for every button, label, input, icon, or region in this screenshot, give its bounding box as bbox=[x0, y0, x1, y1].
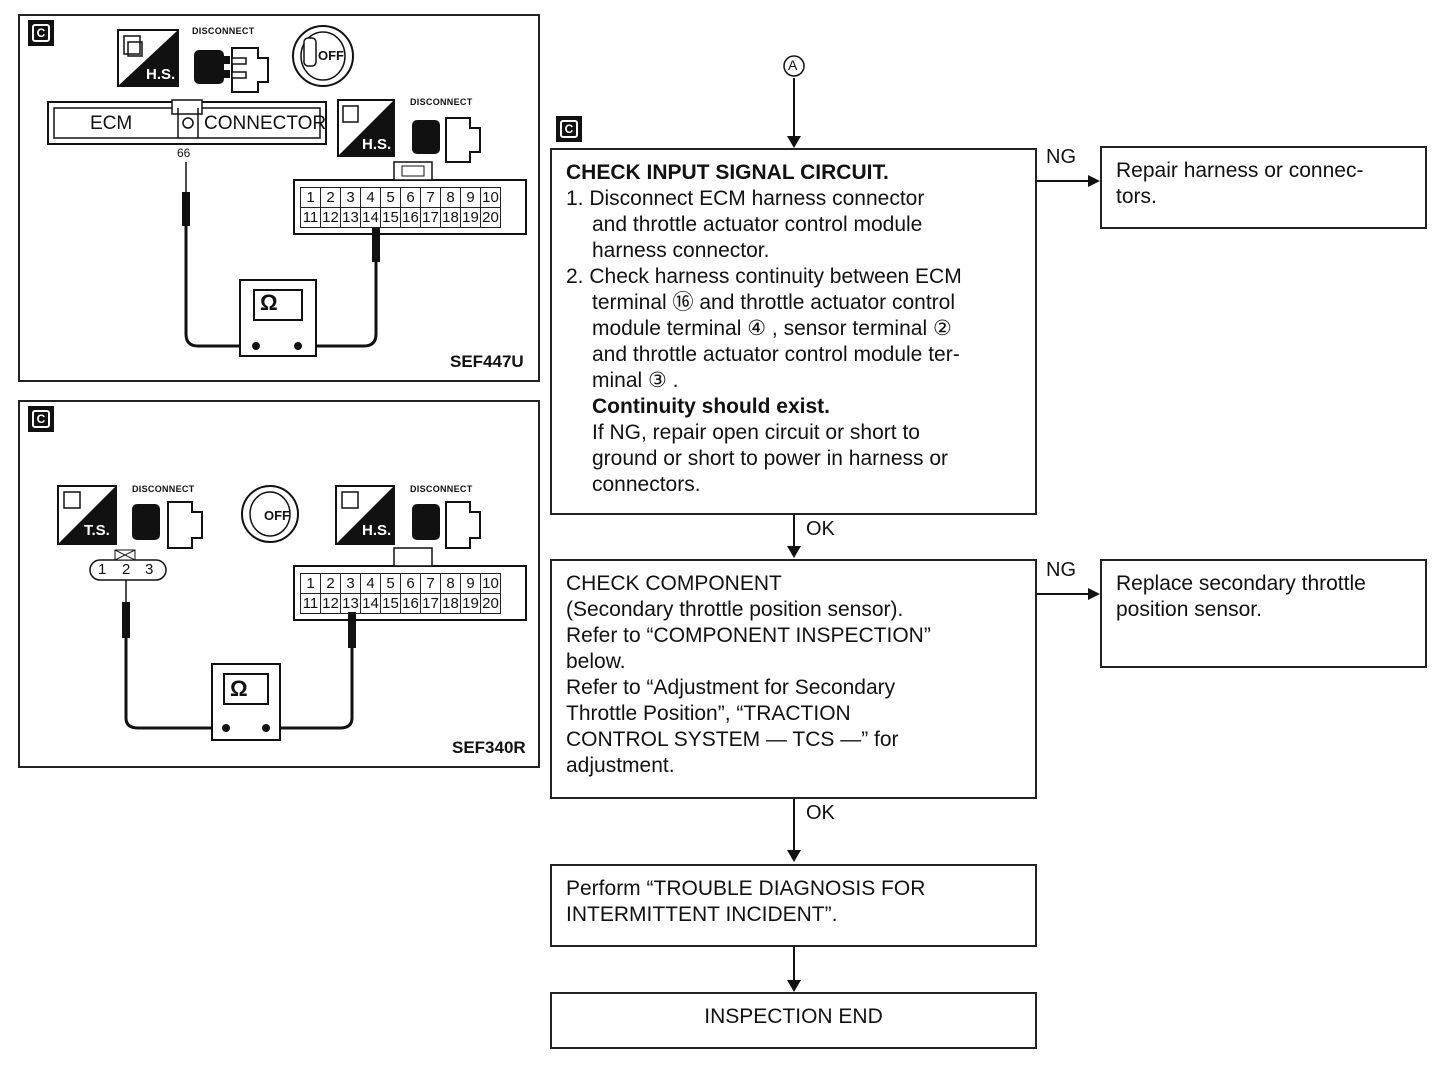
step1-bold: Continuity should exist. bbox=[592, 395, 831, 418]
step-trouble-diagnosis: Perform “TROUBLE DIAGNOSIS FOR INTERMITT… bbox=[550, 864, 1037, 947]
step1-line: and throttle actuator control module bbox=[592, 213, 923, 236]
hs-label: H.S. bbox=[362, 522, 392, 539]
step2-line: below. bbox=[566, 650, 626, 673]
inspection-end: INSPECTION END bbox=[550, 992, 1037, 1049]
hs-label: H.S. bbox=[146, 66, 176, 83]
flow-badge: C bbox=[556, 116, 582, 142]
end-label: INSPECTION END bbox=[704, 1005, 883, 1028]
disconnect-icon bbox=[194, 47, 269, 93]
sensor-pin-1: 1 bbox=[98, 561, 107, 578]
panel2-badge: C bbox=[28, 406, 54, 432]
panel1-drawing bbox=[47, 25, 527, 357]
step2-line: CONTROL SYSTEM — TCS —” for bbox=[566, 728, 899, 751]
off-label: OFF bbox=[264, 508, 290, 523]
step-check-input-signal: CHECK INPUT SIGNAL CIRCUIT. 1. Disconnec… bbox=[550, 148, 1037, 515]
step2-line: Refer to “Adjustment for Secondary bbox=[566, 676, 896, 699]
step1-line: 1. Disconnect ECM harness connector bbox=[566, 187, 925, 210]
hs-label: H.S. bbox=[362, 136, 392, 153]
disconnect-icon bbox=[412, 117, 481, 163]
step2-line: adjustment. bbox=[566, 754, 675, 777]
figure-code: SEF340R bbox=[452, 738, 526, 757]
ok-label: OK bbox=[806, 802, 835, 824]
ng1-line: tors. bbox=[1116, 185, 1157, 208]
disconnect-label: DISCONNECT bbox=[192, 26, 255, 36]
figure-code: SEF447U bbox=[450, 352, 524, 371]
step1-line: and throttle actuator control module ter… bbox=[592, 343, 960, 366]
disconnect-label: DISCONNECT bbox=[410, 97, 473, 107]
step2-line: Refer to “COMPONENT INSPECTION” bbox=[566, 624, 931, 647]
step2-line: CHECK COMPONENT bbox=[566, 572, 782, 595]
step-check-component: CHECK COMPONENT (Secondary throttle posi… bbox=[550, 559, 1037, 799]
ignition-off-icon bbox=[241, 485, 299, 543]
sensor-pin-3: 3 bbox=[145, 561, 154, 578]
ng-label: NG bbox=[1046, 559, 1076, 581]
ng1-line: Repair harness or connec- bbox=[1116, 159, 1364, 182]
ng-action-replace-sensor: Replace secondary throttle position sens… bbox=[1100, 559, 1427, 668]
ng-action-repair-harness: Repair harness or connec- tors. bbox=[1100, 146, 1427, 229]
step2-line: Throttle Position”, “TRACTION bbox=[566, 702, 851, 725]
ecm-label: ECM bbox=[90, 113, 133, 134]
disconnect-label: DISCONNECT bbox=[132, 484, 195, 494]
harness-side-icon bbox=[335, 485, 395, 545]
ng2-line: position sensor. bbox=[1116, 598, 1262, 621]
step1-line: ground or short to power in harness or bbox=[592, 447, 949, 470]
ohm-icon: Ω bbox=[230, 676, 248, 701]
step1-line: If NG, repair open circuit or short to bbox=[592, 421, 920, 444]
step1-line: minal ③ . bbox=[592, 369, 679, 392]
ohm-icon: Ω bbox=[260, 290, 278, 315]
step2-line: (Secondary throttle position sensor). bbox=[566, 598, 904, 621]
panel1-badge: C bbox=[28, 20, 54, 46]
step3-line: INTERMITTENT INCIDENT”. bbox=[566, 903, 838, 926]
ignition-off-icon bbox=[292, 25, 354, 87]
connector-marker-a: A bbox=[788, 57, 798, 73]
ng2-line: Replace secondary throttle bbox=[1116, 572, 1366, 595]
ng-label: NG bbox=[1046, 146, 1076, 168]
connector-label: CONNECTOR bbox=[204, 113, 327, 134]
step1-line: connectors. bbox=[592, 473, 701, 496]
step1-title: CHECK INPUT SIGNAL CIRCUIT. bbox=[566, 161, 889, 184]
ts-label: T.S. bbox=[84, 522, 110, 539]
step1-line: terminal ⑯ and throttle actuator control bbox=[592, 291, 956, 314]
off-label: OFF bbox=[318, 48, 344, 63]
harness-side-icon bbox=[337, 99, 395, 157]
step1-line: module terminal ④ , sensor terminal ② bbox=[592, 317, 952, 340]
terminal-side-icon bbox=[57, 485, 117, 545]
ok-label: OK bbox=[806, 518, 835, 540]
step1-line: harness connector. bbox=[592, 239, 770, 262]
disconnect-label: DISCONNECT bbox=[410, 484, 473, 494]
sensor-pin-2: 2 bbox=[122, 561, 131, 578]
disconnect-icon bbox=[132, 501, 203, 549]
step3-line: Perform “TROUBLE DIAGNOSIS FOR bbox=[566, 877, 926, 900]
step1-line: 2. Check harness continuity between ECM bbox=[566, 265, 962, 288]
terminal-66-label: 66 bbox=[177, 146, 191, 160]
disconnect-icon bbox=[412, 501, 481, 549]
harness-side-icon bbox=[117, 29, 179, 87]
